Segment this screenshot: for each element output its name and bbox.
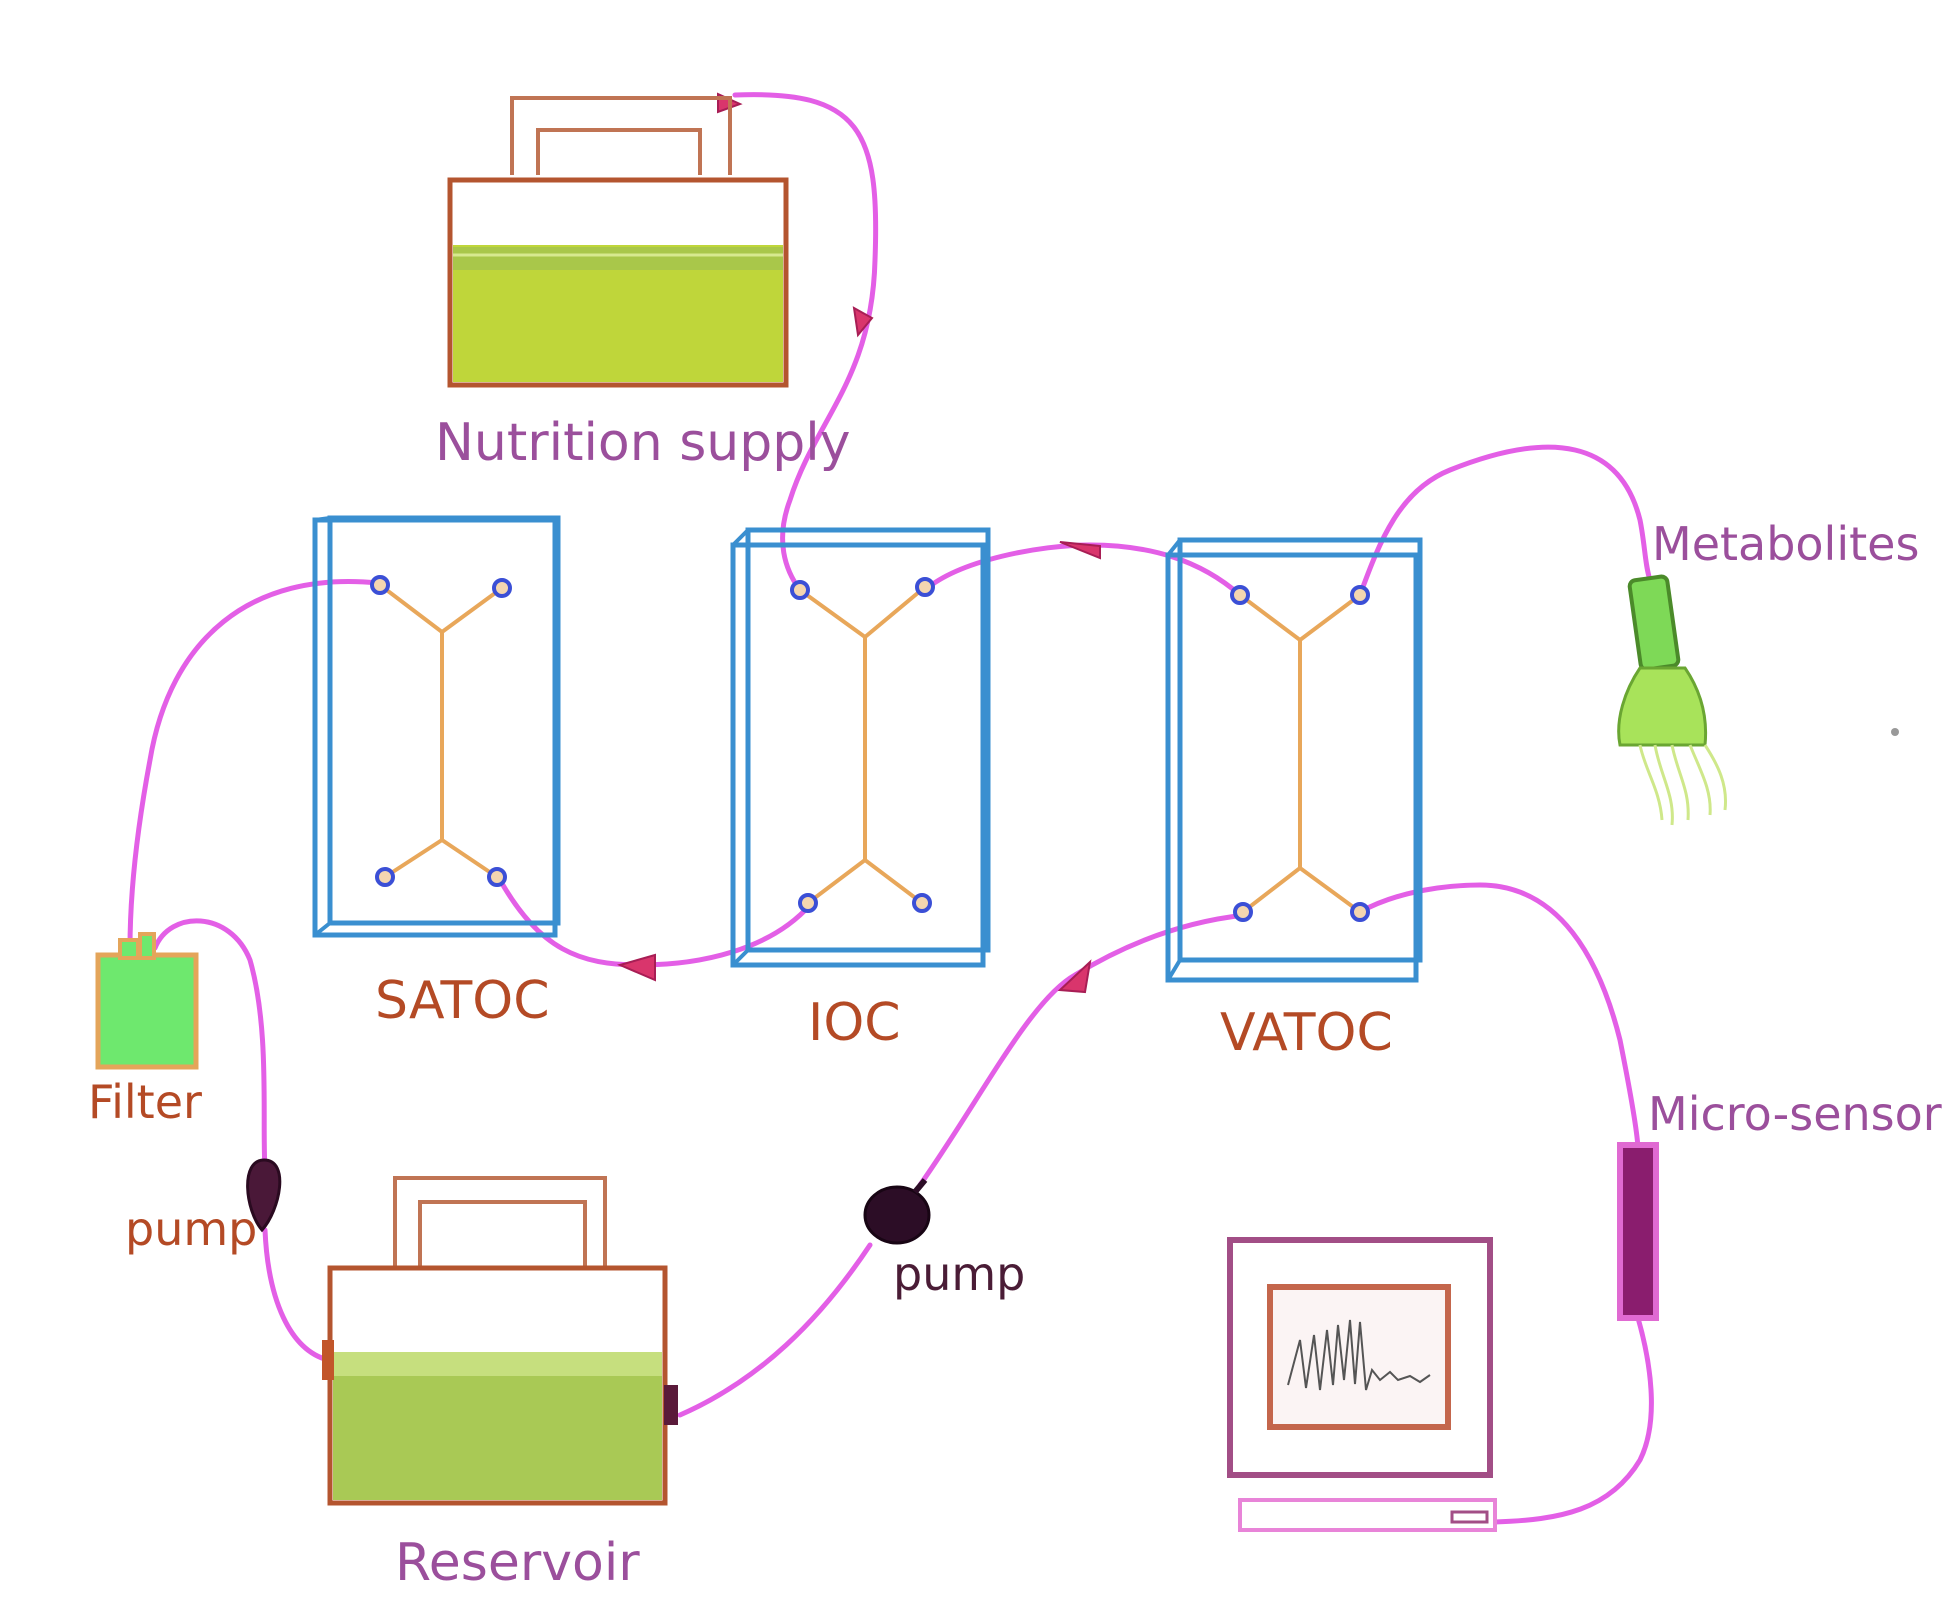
- reservoir-container: [322, 1176, 678, 1506]
- reservoir-fluid: [333, 1352, 662, 1500]
- tube-vatoc-to-metabolites: [1357, 444, 1653, 598]
- filter-unit: [95, 932, 199, 1070]
- tubing-network: [127, 92, 1654, 1525]
- outlet-port: [915, 577, 935, 597]
- chip-channel: [798, 585, 927, 905]
- chip-ports: [370, 575, 512, 887]
- metabolite-collector-icon: [1617, 574, 1728, 826]
- inlet-port: [375, 867, 395, 887]
- tube-pump-to-vatoc: [917, 912, 1248, 1188]
- microfluidic-chip-icon: [1177, 537, 1423, 963]
- container-handle: [393, 1176, 607, 1268]
- collector-tube: [1627, 574, 1681, 672]
- pump-left-label: pump: [125, 1202, 257, 1256]
- vatoc-chip: [1165, 537, 1423, 983]
- chip-ports: [1230, 585, 1370, 922]
- micro-sensor-icon: [1617, 1142, 1659, 1321]
- filter-cap: [118, 938, 140, 960]
- chip-channel: [378, 583, 504, 879]
- nutrition-supply-container: [447, 96, 789, 388]
- satoc-chip: [312, 515, 561, 938]
- pump-left: [246, 1158, 282, 1233]
- filter-cap: [138, 932, 156, 960]
- reservoir-outlet-port: [664, 1385, 678, 1425]
- outlet-port: [912, 893, 932, 913]
- tube-reservoir-to-pump: [677, 1242, 873, 1418]
- pump-bulb-icon: [246, 1158, 282, 1233]
- tube-sensor-to-computer: [1492, 1315, 1654, 1525]
- tube-vatoc-to-sensor: [1357, 882, 1641, 1151]
- chip-back-frame: [1165, 552, 1419, 983]
- reservoir-label: Reservoir: [395, 1533, 640, 1593]
- chip-channel: [1238, 593, 1362, 914]
- tube-satoc-to-filter: [127, 579, 381, 951]
- microfluidic-chip-icon: [327, 515, 561, 926]
- pump-bulb-icon: [863, 1185, 931, 1245]
- micro-sensor-unit: [1617, 1142, 1659, 1321]
- ioc-chip: [730, 527, 991, 968]
- collector-bell: [1617, 666, 1708, 747]
- outlet-port: [492, 578, 512, 598]
- flow-arrow-icon: [852, 306, 874, 338]
- drive-slot: [1450, 1510, 1489, 1524]
- stray-dot: [1891, 728, 1899, 736]
- signal-trace: [1287, 1319, 1431, 1391]
- micro-sensor-label: Micro-sensor: [1648, 1087, 1942, 1141]
- satoc-label: SATOC: [375, 971, 550, 1031]
- chip-back-frame: [730, 542, 986, 968]
- outlet-port: [487, 867, 507, 887]
- flow-arrow-icon: [617, 953, 656, 982]
- inlet-port: [798, 893, 818, 913]
- chip-ports: [790, 577, 935, 913]
- computer-monitor-icon: [1227, 1237, 1497, 1532]
- filter-icon: [95, 952, 199, 1070]
- inlet-port: [1233, 902, 1253, 922]
- keyboard-base: [1238, 1498, 1497, 1532]
- tube-pump-to-reservoir: [262, 1227, 331, 1363]
- inlet-port: [790, 580, 810, 600]
- metabolites-label: Metabolites: [1652, 517, 1919, 571]
- pump-right-label: pump: [893, 1247, 1025, 1301]
- vatoc-label: VATOC: [1220, 1003, 1393, 1063]
- container-handle: [536, 128, 702, 175]
- outlet-port: [1350, 585, 1370, 605]
- nutrition-supply-label: Nutrition supply: [435, 413, 851, 473]
- flow-arrow-icon: [1059, 541, 1101, 560]
- flow-arrow-icon: [1057, 959, 1092, 994]
- monitor-screen: [1267, 1284, 1451, 1430]
- outlet-port: [1350, 902, 1370, 922]
- container-handle: [510, 96, 732, 175]
- reservoir-fluid-surface: [333, 1352, 662, 1376]
- microfluidic-chip-icon: [745, 527, 991, 953]
- pump-right: [863, 1178, 931, 1245]
- ioc-label: IOC: [808, 993, 901, 1053]
- nutrient-fluid-surface: [453, 247, 783, 270]
- filter-label: Filter: [88, 1075, 202, 1129]
- reservoir-inlet-port: [322, 1340, 334, 1380]
- inlet-port: [1230, 585, 1250, 605]
- collector-drips: [1638, 744, 1728, 826]
- tube-filter-to-pump: [152, 918, 268, 1173]
- container-handle: [418, 1200, 587, 1268]
- inlet-port: [370, 575, 390, 595]
